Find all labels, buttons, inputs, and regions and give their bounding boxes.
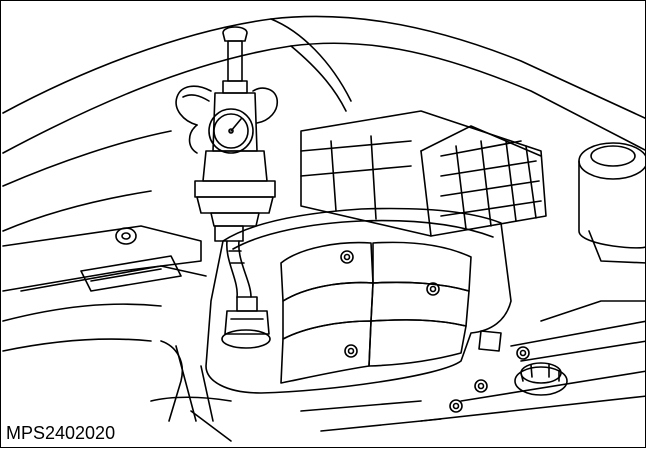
- tester-hose: [226, 240, 252, 298]
- pressure-tester: [194, 26, 276, 242]
- lower-right-components: [300, 300, 646, 432]
- coolant-expansion-tank: [205, 207, 512, 394]
- filler-neck-adapter: [221, 296, 271, 349]
- hood-edge-lines: [2, 15, 646, 232]
- fluid-reservoir: [578, 142, 646, 264]
- hand: [175, 85, 279, 154]
- figure-code: MPS2402020: [6, 423, 119, 443]
- left-engine-parts: [2, 225, 232, 442]
- cowl-vent-grille: [300, 110, 547, 237]
